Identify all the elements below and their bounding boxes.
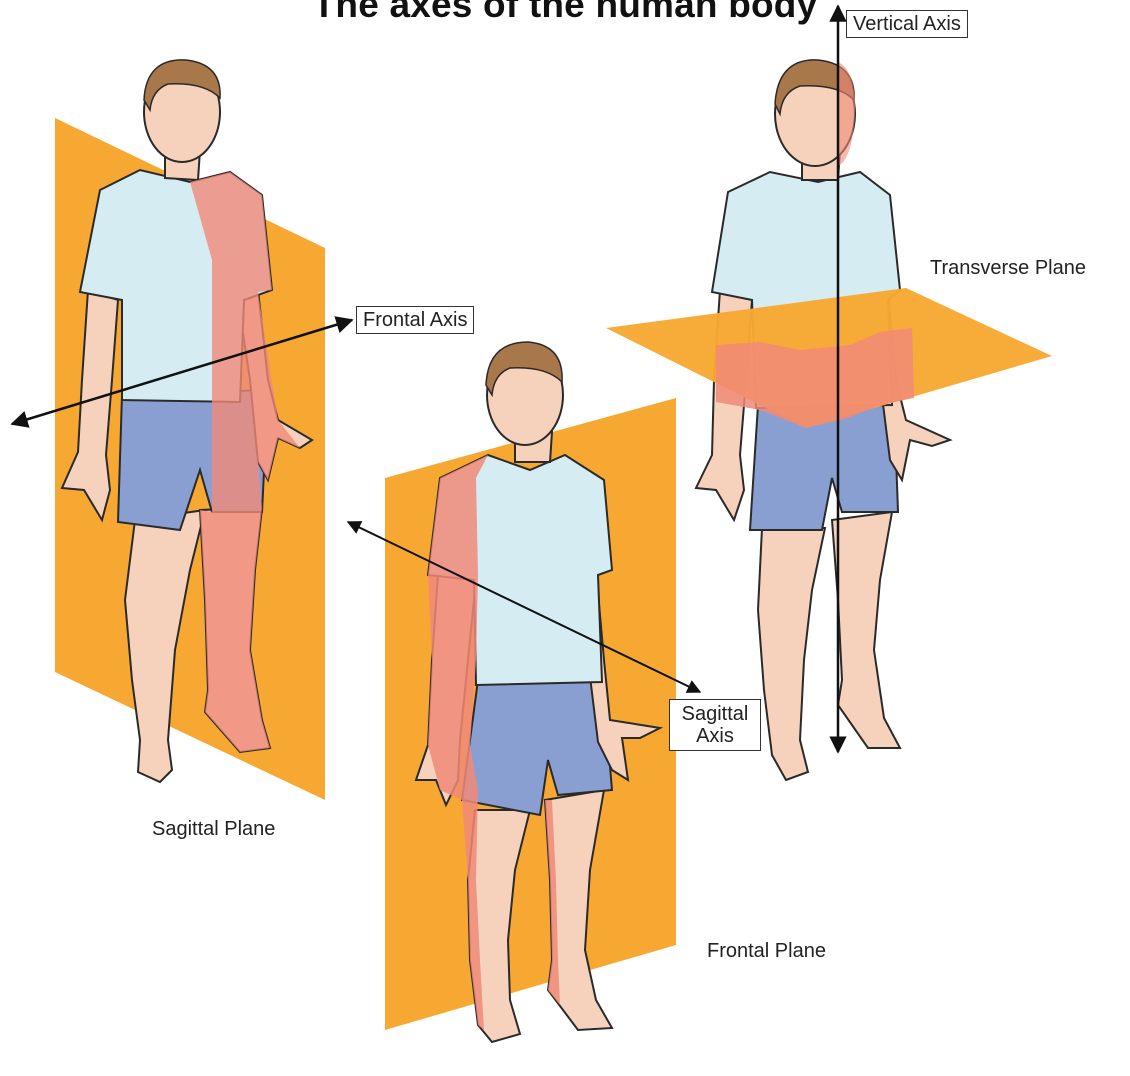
sagittal-axis-label-line1: Sagittal [677, 703, 753, 725]
transverse-plane-label: Transverse Plane [930, 257, 1086, 280]
frontal-plane-label: Frontal Plane [707, 940, 826, 963]
vertical-half-highlight [838, 62, 855, 166]
right-figure-left-leg [758, 528, 825, 780]
vertical-axis-label: Vertical Axis [846, 10, 968, 38]
frontal-axis-label: Frontal Axis [356, 306, 474, 334]
sagittal-axis-label: Sagittal Axis [669, 699, 761, 751]
sagittal-plane-label: Sagittal Plane [152, 818, 275, 841]
right-figure-right-leg [832, 512, 900, 748]
sagittal-plane-figure [55, 60, 325, 800]
sagittal-axis-label-line2: Axis [677, 725, 753, 747]
frontal-plane-figure [385, 342, 676, 1042]
